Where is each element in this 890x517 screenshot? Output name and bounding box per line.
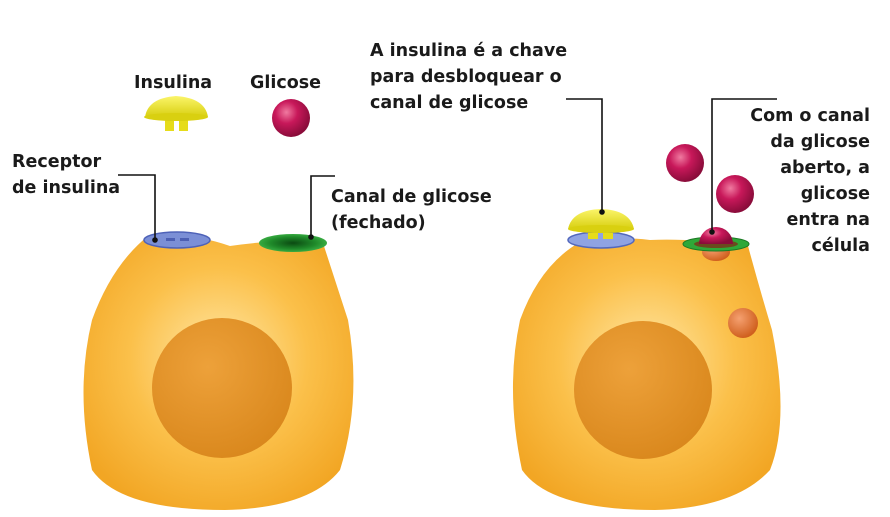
glucose-molecule-outside-2 — [716, 175, 754, 213]
key-leader — [566, 98, 603, 212]
right-cell — [512, 144, 781, 510]
glucose-channel-open — [682, 227, 750, 261]
leader-lines — [118, 98, 777, 240]
insulin-key-label-line: canal de glicose — [370, 93, 529, 113]
receptor-label-line: de insulina — [12, 178, 121, 198]
open-channel-label-line: célula — [811, 236, 870, 256]
open-channel-leader — [711, 98, 777, 232]
insulin-key-label: A insulina é a chave para desbloquear o … — [370, 38, 567, 116]
glucose-inside-cell — [728, 308, 758, 338]
receptor-leader — [118, 174, 156, 240]
open-channel-label: Com o canal da glicose aberto, a glicose… — [750, 103, 870, 259]
legend-insulin-label: Insulina — [134, 73, 213, 93]
closed-channel-label-line: Canal de glicose — [331, 187, 492, 207]
closed-channel-label: Canal de glicose (fechado) — [331, 184, 492, 236]
receptor-label-line: Receptor — [12, 152, 102, 172]
insulin-key-label-line: para desbloquear o — [370, 67, 562, 87]
right-nucleus — [574, 321, 712, 459]
glucose-molecule-outside-1 — [666, 144, 704, 182]
insulin-icon — [144, 96, 208, 131]
glucose-icon — [272, 99, 310, 137]
open-channel-label-line: Com o canal — [750, 106, 870, 126]
open-channel-label-line: glicose — [800, 184, 870, 204]
glucose-channel-closed — [259, 234, 327, 252]
open-channel-label-line: entra na — [786, 210, 871, 230]
open-channel-label-line: da glicose — [770, 132, 870, 152]
left-nucleus — [152, 318, 292, 458]
open-channel-label-line: aberto, a — [780, 158, 870, 178]
insulin-bound-receptor — [567, 209, 635, 249]
legend-glucose-label: Glicose — [250, 73, 322, 93]
receptor-label: Receptor de insulina — [12, 149, 120, 201]
insulin-key-label-line: A insulina é a chave — [370, 41, 568, 61]
insulin-receptor-closed — [143, 231, 211, 249]
left-cell — [83, 231, 354, 510]
closed-channel-label-line: (fechado) — [331, 213, 426, 233]
channel-leader — [310, 175, 335, 237]
